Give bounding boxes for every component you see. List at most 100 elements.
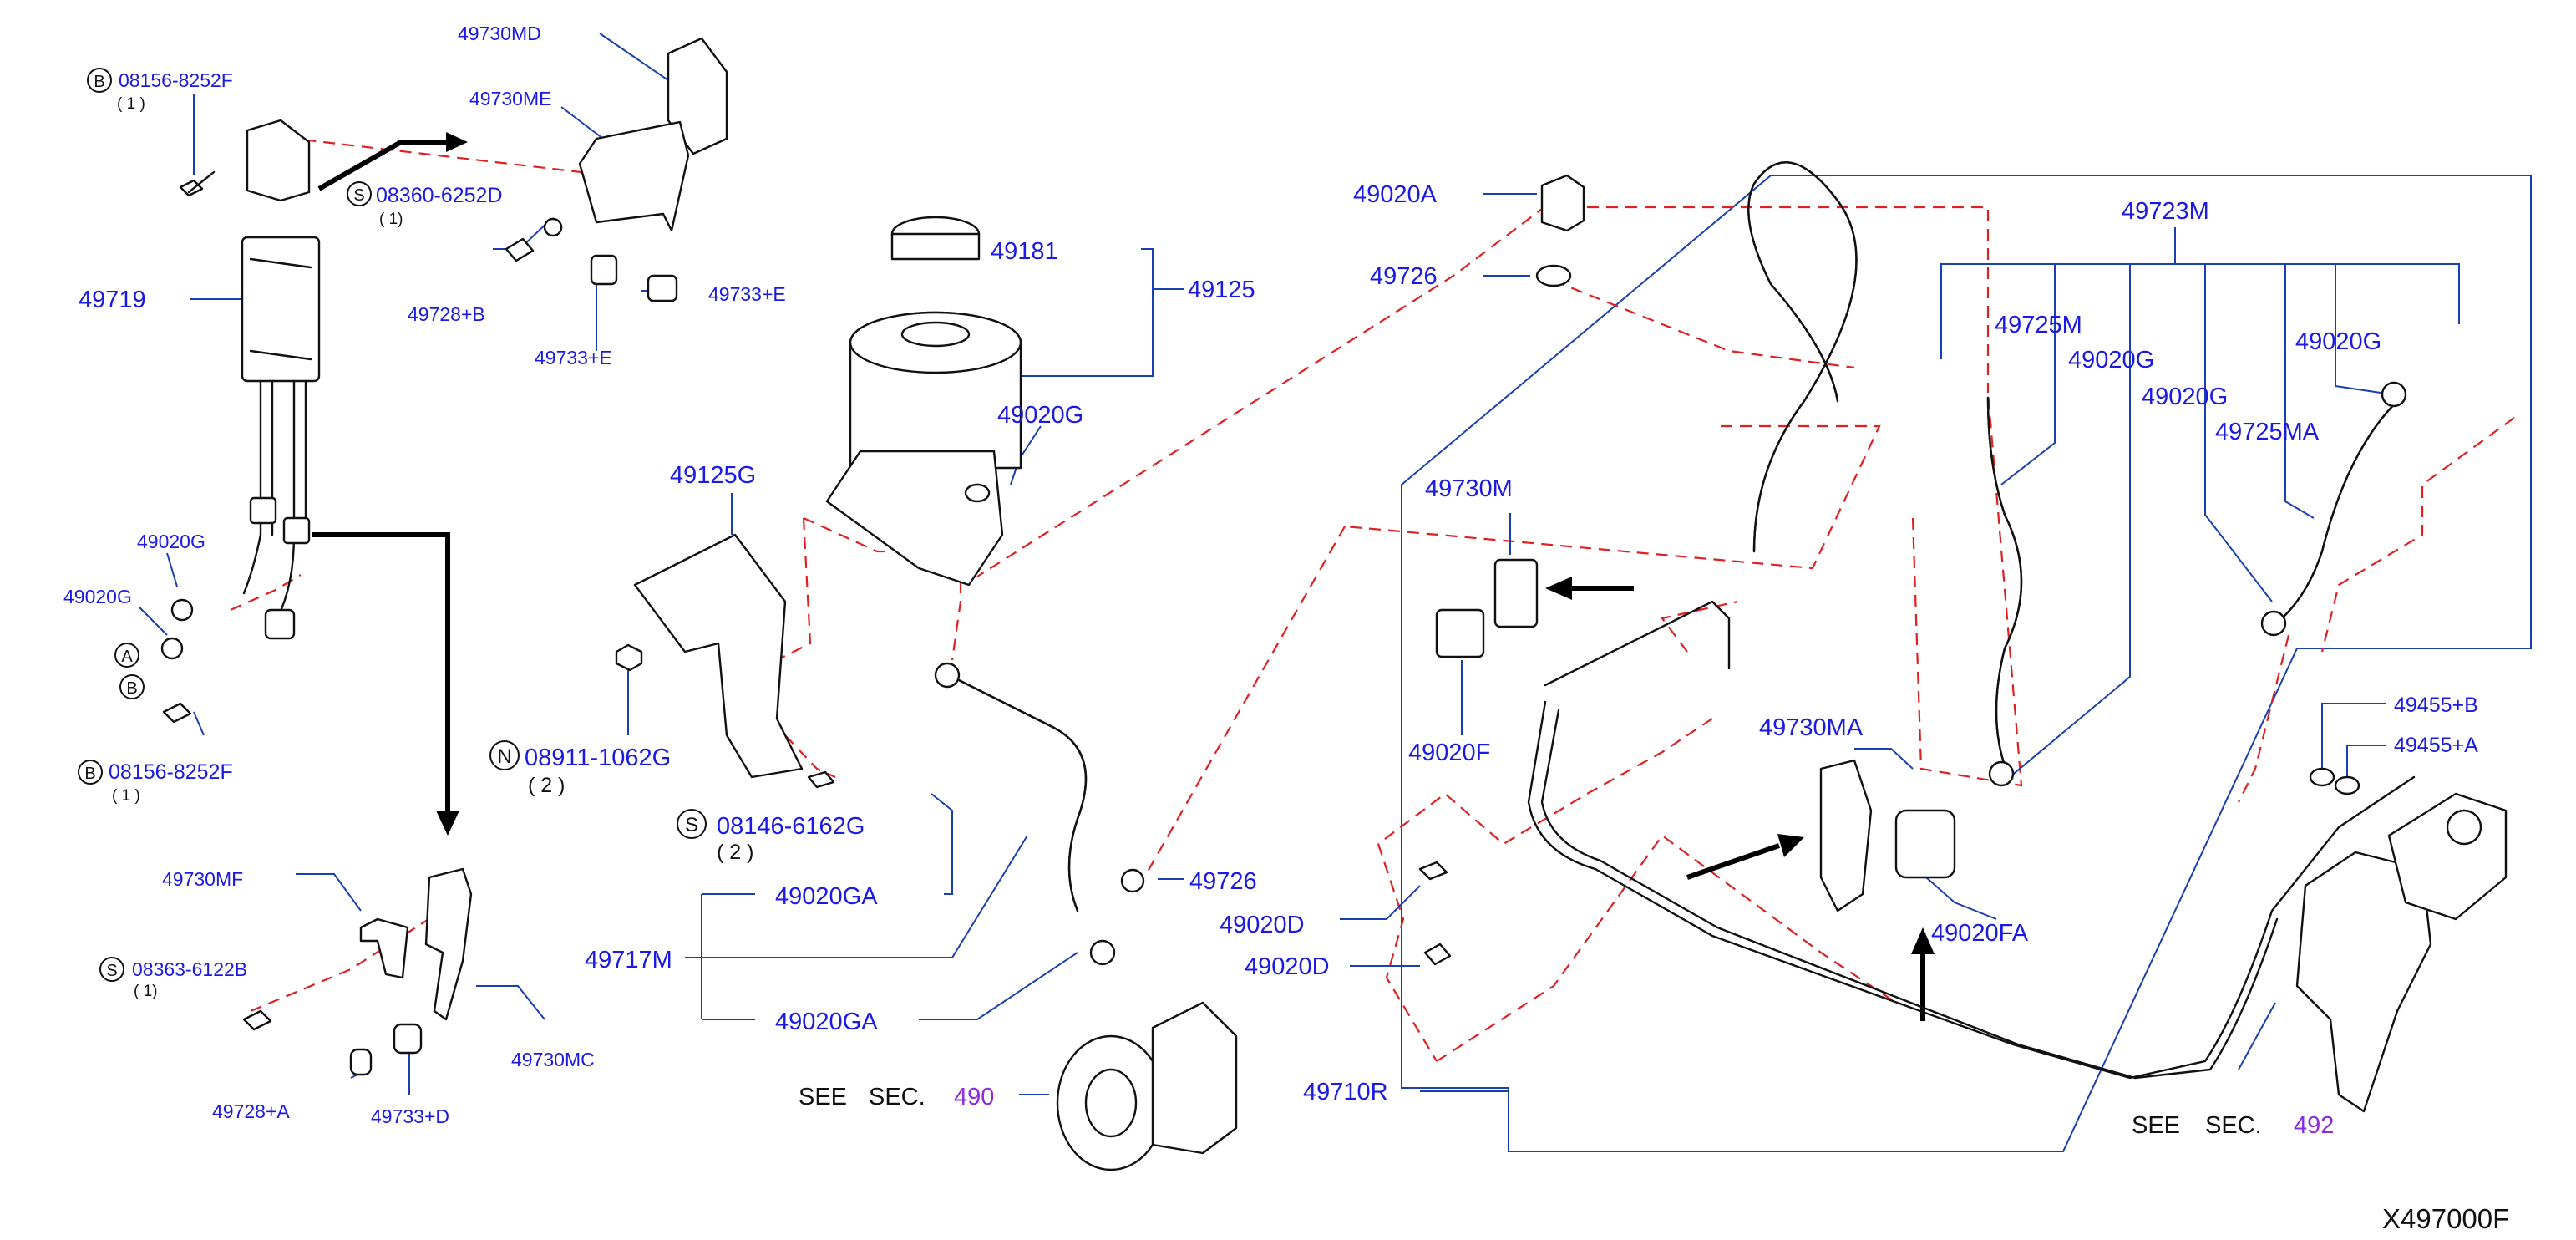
oil-cooler-drawing (241, 119, 321, 640)
callout-b-left-letter: B (126, 679, 137, 698)
bracket-49730mf-drawing (359, 917, 409, 979)
part-labels: 49730MD 49730ME 08156-8252F ( 1 ) 08360-… (63, 23, 2509, 1234)
label-08360: 08360-6252D (376, 184, 503, 207)
hose-49717m-drawing (951, 675, 1088, 912)
sec-label-490: SEC. (869, 1084, 925, 1110)
label-49020d-b: 49020D (1245, 953, 1330, 980)
label-49710r: 49710R (1303, 1079, 1388, 1105)
frames (1401, 175, 2532, 1152)
callout-s-08146-letter: S (685, 814, 698, 836)
bracket-49730md-drawing (667, 37, 728, 155)
label-49020ga-b: 49020GA (775, 1009, 878, 1035)
bushing-49733e-b-drawing (647, 274, 678, 302)
screw-08146-drawing (807, 770, 835, 789)
bracket-49730ma-drawing (1819, 759, 1873, 912)
label-49020g-left2: 49020G (63, 586, 132, 607)
label-49730md: 49730MD (458, 23, 541, 44)
callout-b-bottom: B (78, 760, 103, 785)
diagram-id: X497000F (2382, 1203, 2509, 1234)
label-08363: 08363-6122B (132, 958, 247, 980)
bolt-49020a-drawing (1540, 174, 1585, 232)
callout-s-08363-letter: S (106, 962, 117, 980)
seal-49455b-drawing (2309, 767, 2335, 787)
bolt-49020d-a-drawing (1418, 861, 1448, 881)
label-49726-top: 49726 (1370, 263, 1438, 290)
bracket-49730mc-drawing (424, 867, 473, 1021)
callout-a-left-letter: A (121, 648, 133, 666)
bushing-49733e-a-drawing (590, 254, 618, 286)
line-art (160, 37, 2508, 1171)
label-49455b: 49455+B (2394, 694, 2478, 717)
label-49730mf: 49730MF (162, 868, 243, 890)
label-49181: 49181 (991, 238, 1058, 265)
hose-49725m-drawing (1986, 396, 2023, 767)
label-49020g-res: 49020G (997, 402, 1083, 429)
callout-b-top: B (87, 68, 112, 93)
bracket-49730m-drawing (1493, 558, 1539, 628)
label-49728a: 49728+A (212, 1100, 290, 1122)
label-49125: 49125 (1188, 277, 1255, 303)
washer-49728b-drawing (543, 217, 563, 237)
label-08146: 08146-6162G (717, 813, 865, 840)
label-08156-bottom-qty: ( 1 ) (112, 787, 140, 805)
callout-s-08360-letter: S (353, 186, 364, 205)
label-08360-qty: ( 1) (379, 211, 403, 228)
clamp-49020g-r2-drawing (2260, 610, 2287, 637)
washer-49728a-drawing (349, 1048, 373, 1076)
tube-assembly-drawing (1527, 600, 2416, 1080)
seal-49455a-drawing (2334, 775, 2360, 795)
label-49719: 49719 (79, 287, 146, 313)
label-49733e-b: 49733+E (535, 347, 612, 368)
callout-b-top-letter: B (94, 73, 104, 91)
washer-49726-low-drawing (1120, 868, 1145, 893)
label-49728b: 49728+B (408, 303, 485, 325)
label-49725ma: 49725MA (2215, 419, 2320, 445)
insulator-49020fa-drawing (1894, 809, 1956, 879)
label-49455a: 49455+A (2394, 734, 2478, 757)
see-label-492: SEE (2132, 1112, 2180, 1139)
callout-b-left: B (119, 674, 145, 699)
label-49020d-a: 49020D (1220, 912, 1305, 938)
callout-n-08911-letter: N (497, 745, 511, 768)
hose-assembly-frame (1401, 175, 2532, 1152)
callout-s-08360: S (347, 181, 372, 206)
label-49020fa: 49020FA (1931, 920, 2029, 947)
label-49020g-left1: 49020G (137, 531, 205, 552)
callout-b-bottom-letter: B (84, 765, 95, 783)
label-49725m: 49725M (1995, 312, 2082, 338)
label-49730mc: 49730MC (511, 1049, 595, 1070)
callout-s-08363: S (99, 957, 124, 982)
bracket-49730me-drawing (578, 120, 690, 232)
clamp-49020ga-b-drawing (1089, 939, 1116, 966)
nut-08911-drawing (615, 643, 643, 672)
clamp-49020g-res-drawing (964, 483, 991, 503)
label-49717m: 49717M (585, 947, 672, 973)
label-49723m: 49723M (2122, 198, 2209, 225)
bushing-49733d-drawing (393, 1023, 423, 1055)
see-label-490: SEE (799, 1084, 847, 1110)
label-08156-bottom: 08156-8252F (109, 760, 233, 784)
bracket-49020f-drawing (1435, 608, 1485, 658)
label-08156-top: 08156-8252F (119, 69, 233, 91)
label-08156-top-qty: ( 1 ) (117, 95, 145, 113)
hose-pressure-drawing (1747, 161, 1858, 553)
clamp-49020g-r3-drawing (2381, 381, 2407, 408)
label-49730me: 49730ME (469, 88, 551, 109)
label-08146-qty: ( 2 ) (717, 841, 753, 864)
label-49733d: 49733+D (371, 1105, 449, 1127)
bolt-bottom-drawing (162, 702, 192, 724)
label-49726-low: 49726 (1189, 868, 1257, 895)
bracket-49125g-drawing (633, 533, 804, 779)
sec-492-link[interactable]: 492 (2294, 1112, 2334, 1139)
label-49125g: 49125G (670, 462, 756, 489)
label-49020g-r2: 49020G (2142, 384, 2228, 410)
label-49020a: 49020A (1353, 181, 1438, 208)
callout-a-left: A (114, 643, 139, 668)
sec-label-492: SEC. (2205, 1112, 2262, 1139)
screw-08363-drawing (242, 1009, 272, 1031)
label-08363-qty: ( 1) (134, 983, 158, 1000)
bolt-49020d-b-drawing (1423, 943, 1452, 966)
indicator-arrows (312, 132, 1935, 1021)
sec-490-link[interactable]: 490 (954, 1084, 994, 1110)
